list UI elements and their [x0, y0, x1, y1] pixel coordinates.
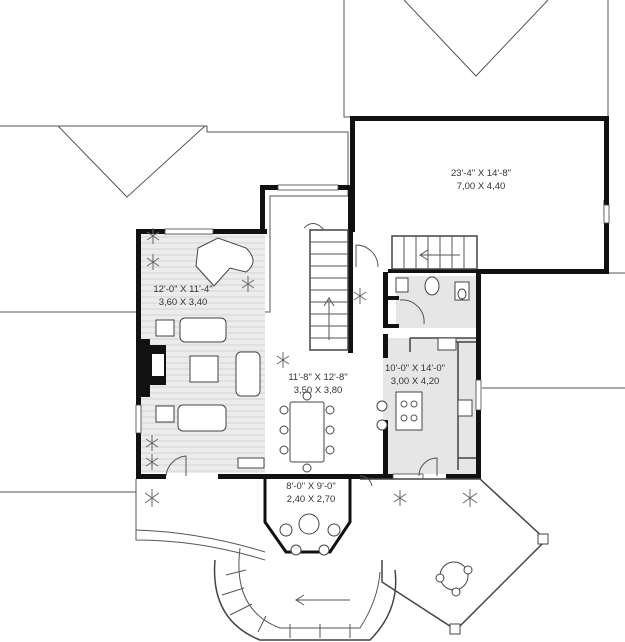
kitchen-counters [376, 337, 476, 470]
dining-dims-metric: 3,50 X 3,80 [294, 385, 343, 396]
label-dining: 11'-8" X 12'-8" 3,50 X 3,80 [288, 372, 347, 396]
roof-outline-right [482, 200, 625, 389]
nook-dims-metric: 2,40 X 2,70 [287, 494, 336, 505]
dining-dims-imperial: 11'-8" X 12'-8" [288, 372, 347, 383]
nook-dims-imperial: 8'-0" X 9'-0" [286, 481, 335, 492]
main-staircase [303, 223, 349, 351]
garage-dims-imperial: 23'-4" X 14'-8" [451, 168, 511, 179]
living-dims-imperial: 12'-0" X 11'-4" [153, 284, 212, 295]
roof-outline-left [0, 125, 349, 493]
label-garage: 23'-4" X 14'-8" 7,00 X 4,40 [451, 168, 511, 192]
sofa-living-bottom [177, 404, 227, 432]
coffee-table [189, 355, 219, 383]
armchair-living-right [235, 351, 261, 397]
bench-living [237, 457, 265, 469]
living-dims-metric: 3,60 X 3,40 [159, 297, 208, 308]
front-porch-left [135, 479, 266, 561]
roof-outline-top [343, 0, 609, 118]
garage-dims-metric: 7,00 X 4,40 [457, 181, 506, 192]
garage-stairs [355, 235, 478, 270]
kitchen-dims-imperial: 10'-0" X 14'-0" [385, 363, 445, 374]
kitchen-dims-metric: 3,00 X 4,20 [391, 376, 440, 387]
bathroom-fixtures [395, 276, 470, 325]
deck-right [360, 478, 549, 635]
curved-front-stairs [213, 547, 397, 641]
piano [195, 237, 254, 287]
label-kitchen: 10'-0" X 14'-0" 3,00 X 4,20 [385, 363, 445, 387]
sofa-living-top [179, 317, 227, 343]
side-table-top [155, 319, 175, 337]
plants [144, 228, 478, 507]
label-nook: 8'-0" X 9'-0" 2,40 X 2,70 [286, 481, 335, 505]
fireplace [146, 345, 166, 385]
side-table-bottom [155, 405, 175, 423]
dining-table [279, 391, 335, 473]
bay-window-nook [263, 479, 352, 556]
windows [135, 184, 610, 480]
label-living: 12'-0" X 11'-4" 3,60 X 3,40 [153, 284, 212, 308]
